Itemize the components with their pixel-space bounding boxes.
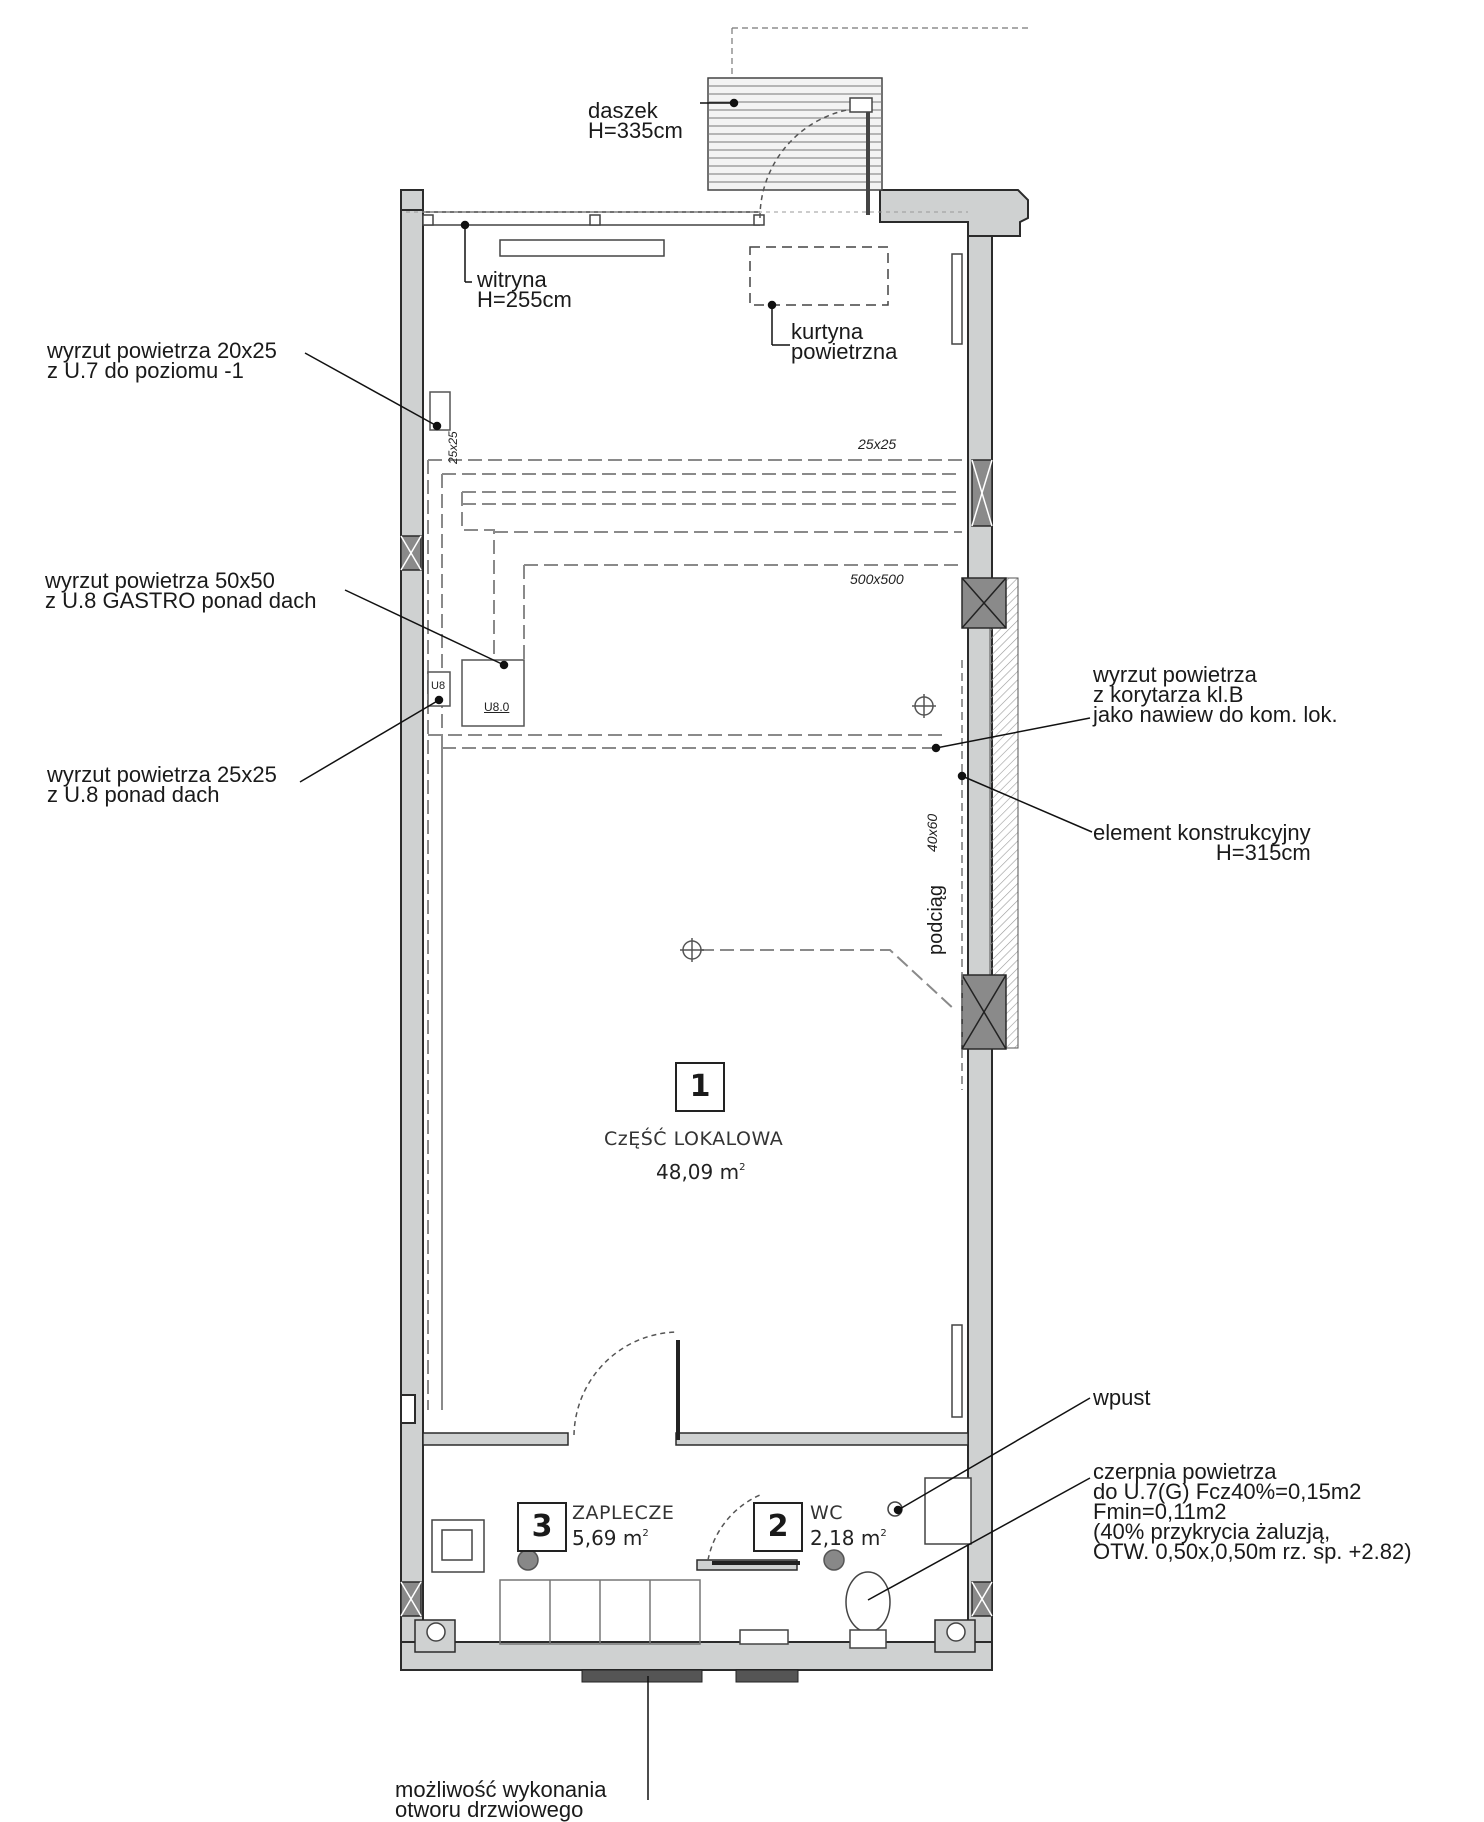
label-czerpnia-line-5: OTW. 0,50x,0,50m rz. sp. +2.82) (1093, 1539, 1412, 1564)
label-daszek-line-2: H=335cm (588, 118, 683, 143)
label-witryna: witryna H=255cm (477, 267, 572, 312)
shafts (427, 391, 525, 727)
door-swings (573, 1331, 761, 1561)
bottom-openings (581, 1669, 799, 1683)
label-czerpnia: czerpnia powietrza do U.7(G) Fcz40%=0,15… (1093, 1459, 1412, 1564)
label-kurtyna-line-1: kurtyna (791, 319, 864, 344)
radiators (951, 253, 963, 1418)
label-wyrzut-20x25-line-1: wyrzut powietrza 20x25 (47, 338, 277, 363)
label-wpust: wpust (1093, 1385, 1151, 1410)
interior-partitions (414, 1432, 976, 1653)
canopy (707, 27, 1030, 191)
label-wyrzut-korytarz-line-1: wyrzut powietrza (1093, 662, 1257, 687)
label-element-konstrukcyjny: element konstrukcyjny H=315cm (1093, 820, 1311, 865)
label-mozliwosc-line-1: możliwość wykonania (395, 1777, 607, 1802)
room-1-area-value: 48,09 m (656, 1160, 740, 1184)
duct-label-40x60: 40x60 (924, 813, 940, 852)
room-1-area-unit: 2 (739, 1162, 746, 1173)
label-czerpnia-line-4: (40% przykrycia żaluzją, (1093, 1519, 1331, 1544)
shaft-label-u8: U8 (431, 680, 446, 692)
label-kurtyna: kurtyna powietrzna (791, 319, 898, 364)
label-wpust-line-1: wpust (1093, 1385, 1151, 1410)
room-2-number: 2 (753, 1502, 803, 1552)
room-3-number: 3 (517, 1502, 567, 1552)
room-3-area-unit: 2 (642, 1528, 649, 1539)
label-wyrzut-50x50-line-1: wyrzut powietrza 50x50 (45, 568, 275, 593)
room-2-area: 2,18 m2 (810, 1526, 887, 1550)
label-wyrzut-25x25-line-1: wyrzut powietrza 25x25 (47, 762, 277, 787)
label-wyrzut-50x50-line-2: z U.8 GASTRO ponad dach (45, 588, 317, 613)
structural-element (961, 577, 1019, 1090)
label-czerpnia-line-1: czerpnia powietrza (1093, 1459, 1277, 1484)
room-3-area: 5,69 m2 (572, 1526, 649, 1550)
room-3-area-value: 5,69 m (572, 1526, 643, 1550)
room-2-area-value: 2,18 m (810, 1526, 881, 1550)
duct-label-25x25-top: 25x25 (858, 436, 897, 452)
label-czerpnia-line-3: Fmin=0,11m2 (1093, 1499, 1227, 1524)
duct-label-podciag: podciąg (925, 884, 947, 955)
room-1-number: 1 (675, 1062, 725, 1112)
air-curtain (749, 246, 889, 306)
label-wyrzut-korytarz-line-2: z korytarza kl.B (1093, 682, 1244, 707)
leader-lines (299, 98, 1093, 1800)
room-1-name: CzĘŚĆ LOKALOWA (604, 1128, 784, 1150)
room-1-area: 48,09 m2 (656, 1160, 745, 1184)
room-2-area-unit: 2 (880, 1528, 887, 1539)
storefront (406, 97, 968, 257)
label-mozliwosc-line-2: otworu drzwiowego (395, 1797, 584, 1822)
label-kurtyna-line-2: powietrzna (791, 339, 898, 364)
label-wyrzut-20x25: wyrzut powietrza 20x25 z U.7 do poziomu … (47, 338, 277, 383)
label-wyrzut-50x50: wyrzut powietrza 50x50 z U.8 GASTRO pona… (45, 568, 317, 613)
room-2-name: WC (810, 1502, 844, 1524)
duct-label-25x25-vert: 25x25 (446, 431, 460, 464)
label-wyrzut-25x25: wyrzut powietrza 25x25 z U.8 ponad dach (47, 762, 277, 807)
label-element-konstr-line-1: element konstrukcyjny (1093, 820, 1311, 845)
wall-crossings (400, 459, 993, 1617)
label-mozliwosc: możliwość wykonania otworu drzwiowego (395, 1777, 607, 1822)
room-3-name: ZAPLECZE (572, 1502, 675, 1524)
shaft-label-u80: U8.0 (484, 700, 510, 714)
ventilation-ducts (427, 459, 962, 1410)
label-wyrzut-25x25-line-2: z U.8 ponad dach (47, 782, 220, 807)
label-czerpnia-line-2: do U.7(G) Fcz40%=0,15m2 (1093, 1479, 1362, 1504)
label-wyrzut-korytarz: wyrzut powietrza z korytarza kl.B jako n… (1093, 662, 1338, 727)
label-element-konstr-line-2: H=315cm (1215, 840, 1311, 865)
diffuser-symbols (680, 694, 936, 962)
label-daszek: daszek H=335cm (588, 98, 683, 143)
label-wyrzut-20x25-line-2: z U.7 do poziomu -1 (47, 358, 244, 383)
label-daszek-line-1: daszek (588, 98, 658, 123)
label-witryna-line-1: witryna (477, 267, 547, 292)
label-witryna-line-2: H=255cm (477, 287, 572, 312)
door-leaves (676, 1340, 800, 1565)
label-wyrzut-korytarz-line-3: jako nawiew do kom. lok. (1093, 702, 1338, 727)
duct-label-500x500: 500x500 (850, 571, 904, 587)
